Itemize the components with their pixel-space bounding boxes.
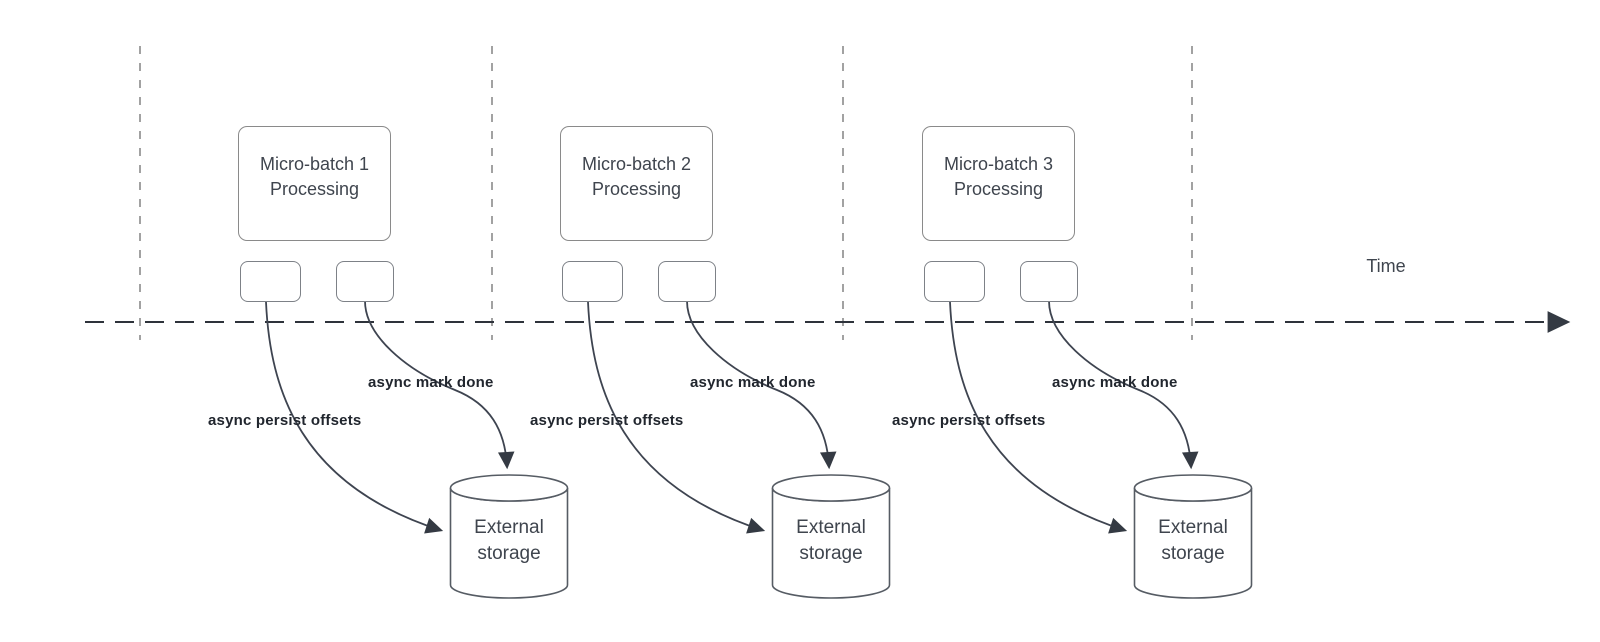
storage-label-line1: External [796, 517, 866, 538]
storage-label-line2: storage [477, 543, 541, 564]
persist-offsets-arrow-label: async persist offsets [208, 412, 362, 429]
persist-offsets-task-box [240, 261, 301, 302]
micro-batch-box-label: Micro-batch 3 Processing [944, 152, 1053, 216]
storage-label-line1: External [1158, 517, 1228, 538]
storage-label-line2: storage [1161, 543, 1225, 564]
micro-batch-label-line2: Processing [269, 178, 360, 199]
micro-batch-label-line1: Micro-batch 3 [943, 153, 1054, 174]
micro-batch-box-label: Micro-batch 1 Processing [260, 152, 369, 216]
persist-offsets-arrow-label: async persist offsets [530, 412, 684, 429]
mark-done-arrow-label: async mark done [368, 374, 494, 391]
mark-done-arrow-label: async mark done [1052, 374, 1178, 391]
micro-batch-box: Micro-batch 2 Processing [560, 126, 713, 241]
mark-done-arrow-label: async mark done [690, 374, 816, 391]
micro-batch-box: Micro-batch 1 Processing [238, 126, 391, 241]
time-label: Time [1366, 256, 1406, 276]
micro-batch-label-line1: Micro-batch 2 [581, 153, 692, 174]
persist-offsets-task-box [562, 261, 623, 302]
persist-offsets-task-box [924, 261, 985, 302]
micro-batch-label-line2: Processing [591, 178, 682, 199]
mark-done-task-box [658, 261, 716, 302]
micro-batch-label-line1: Micro-batch 1 [259, 153, 370, 174]
mark-done-task-box [336, 261, 394, 302]
micro-batch-label-line2: Processing [953, 178, 1044, 199]
storage-label-line2: storage [799, 543, 863, 564]
mark-done-task-box [1020, 261, 1078, 302]
storage-label-line1: External [474, 517, 544, 538]
external-storage-label: External storage [450, 515, 568, 567]
external-storage-label: External storage [772, 515, 890, 567]
micro-batch-box-label: Micro-batch 2 Processing [582, 152, 691, 216]
external-storage-label: External storage [1134, 515, 1252, 567]
persist-offsets-arrow-label: async persist offsets [892, 412, 1046, 429]
micro-batch-box: Micro-batch 3 Processing [922, 126, 1075, 241]
